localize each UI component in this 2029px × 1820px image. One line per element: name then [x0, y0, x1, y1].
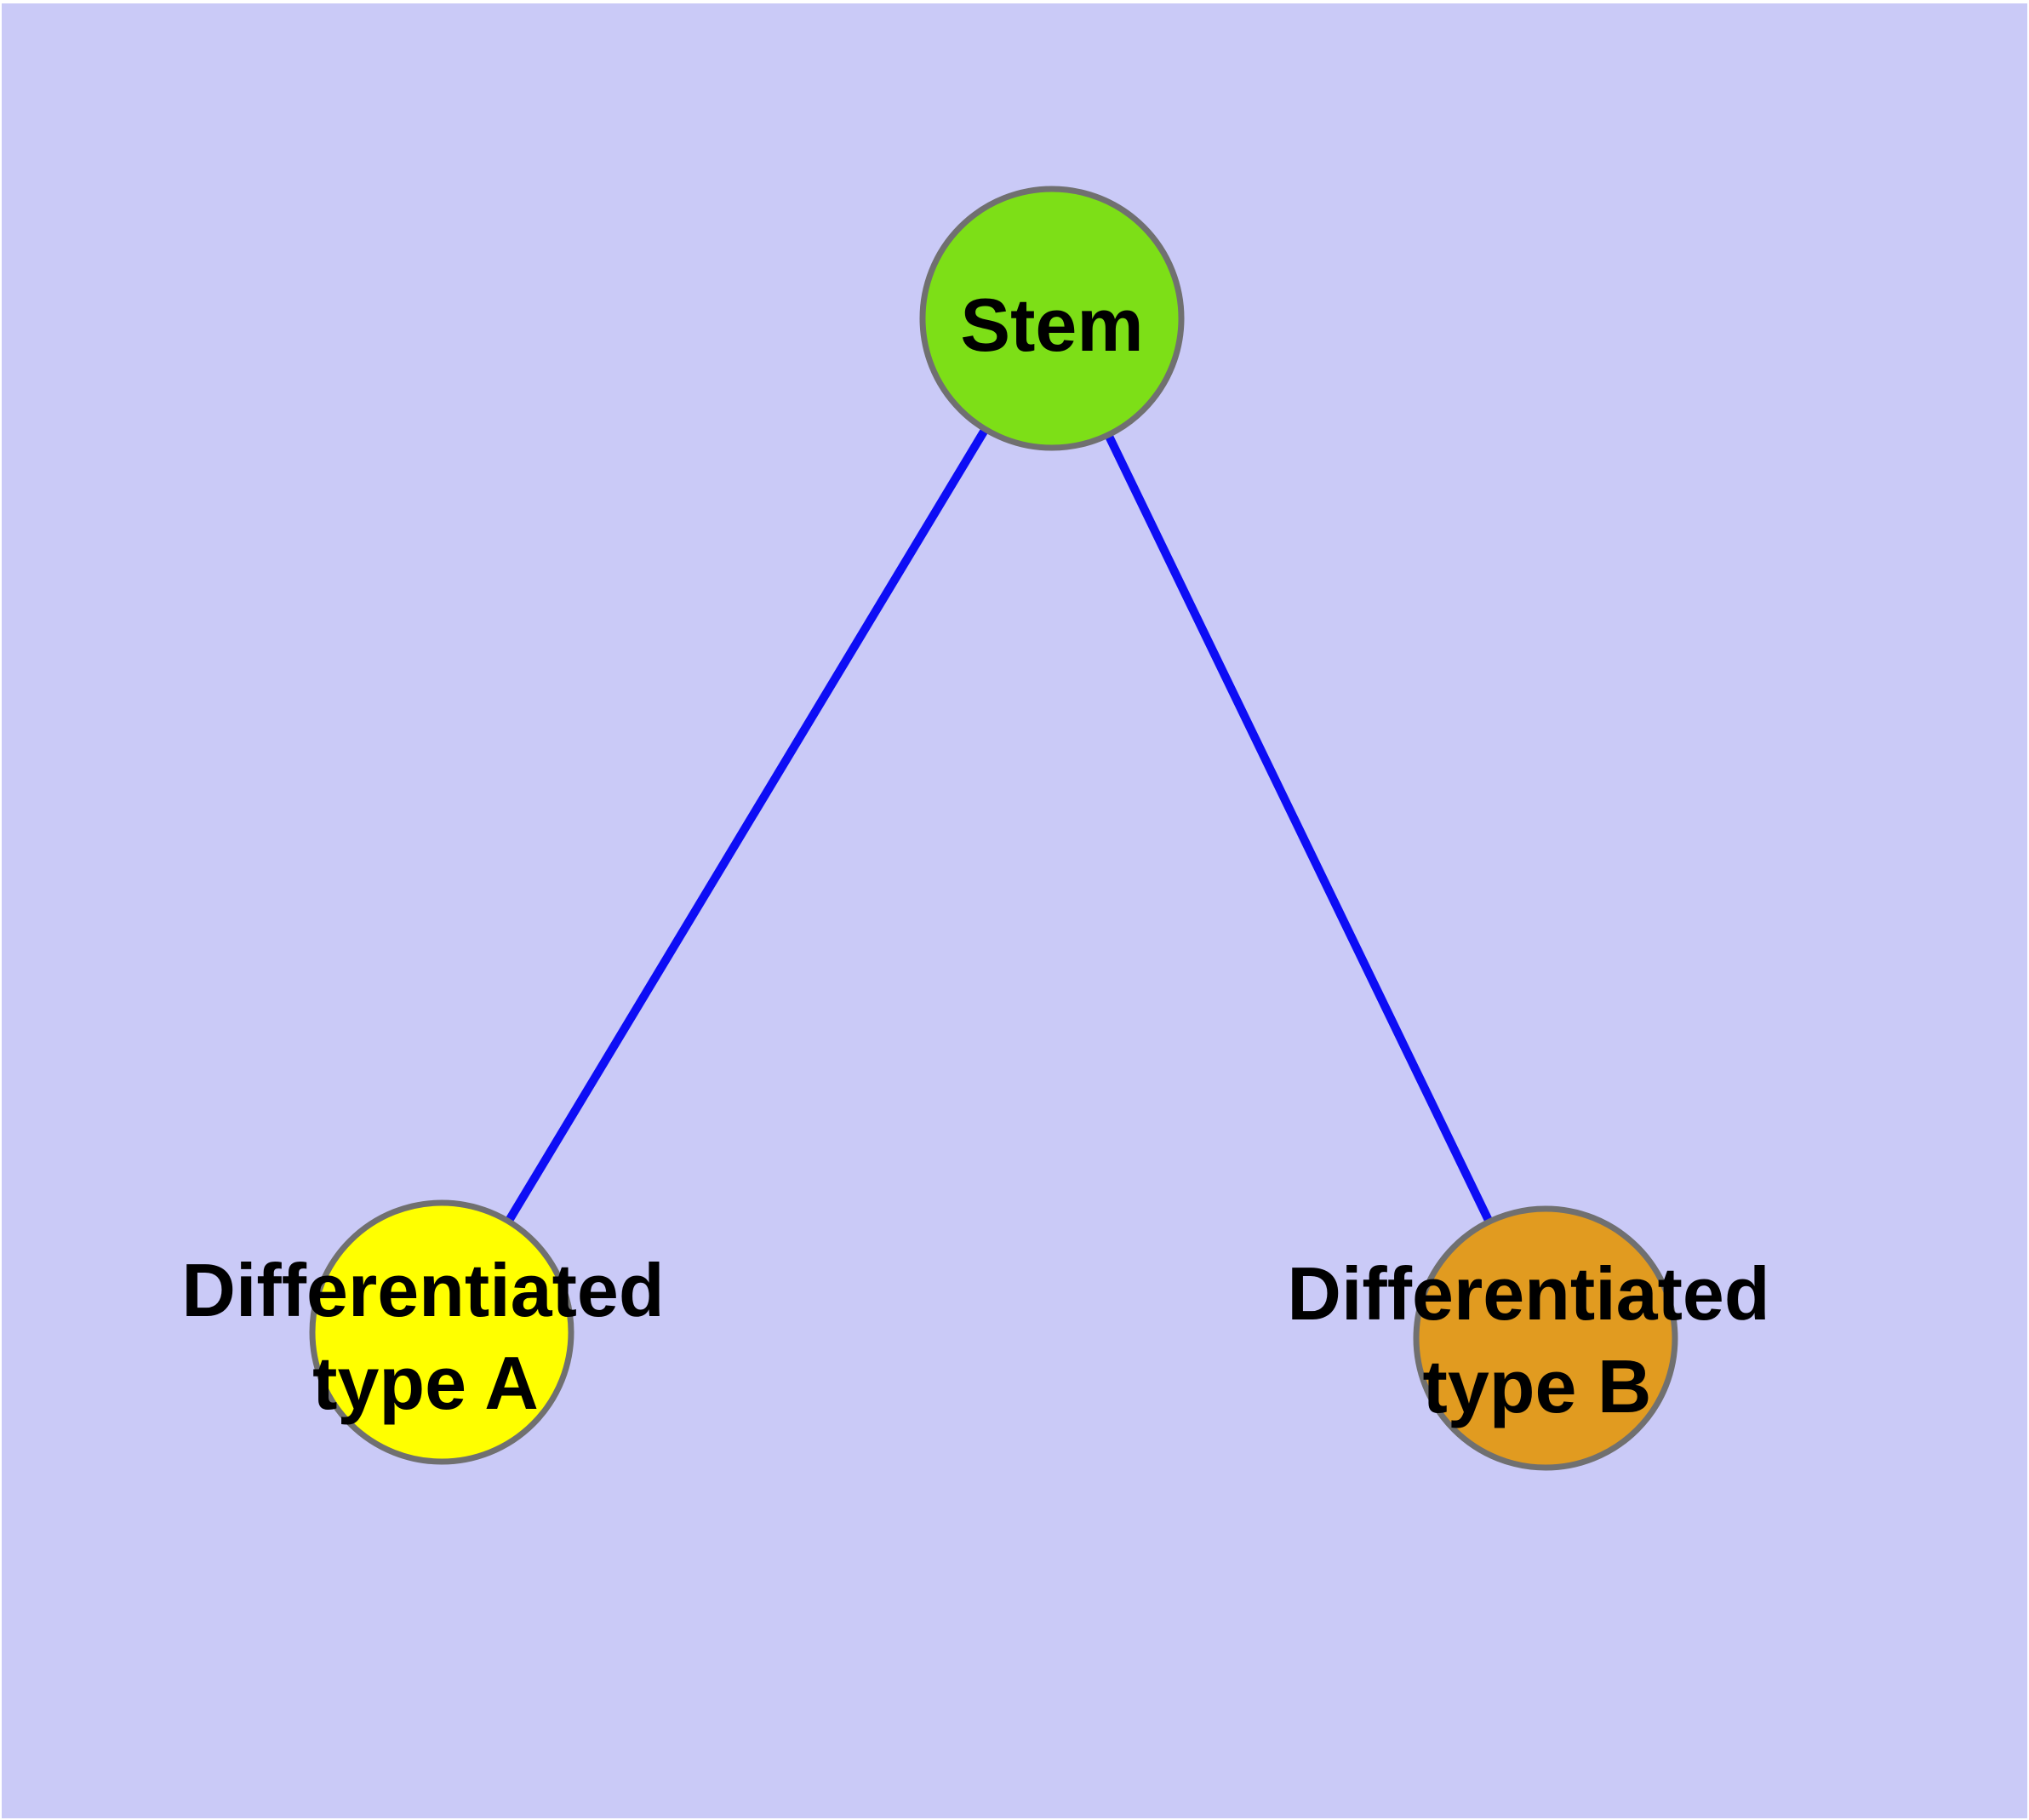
node-type-a-label-line2: type A [312, 1341, 539, 1425]
node-type-b-label-line2: type B [1423, 1344, 1652, 1428]
node-type-a-circle [309, 1199, 574, 1465]
node-type-b-label-line1: Differentiated [1287, 1251, 1769, 1336]
node-stem-circle [919, 186, 1185, 451]
edge-stem-to-type-a [437, 316, 1056, 1335]
edge-stem-to-type-b [1048, 316, 1550, 1341]
node-type-b-circle [1413, 1205, 1678, 1471]
node-type-a-label-line1: Differentiated [181, 1248, 664, 1332]
node-stem-label: Stem [960, 283, 1143, 367]
